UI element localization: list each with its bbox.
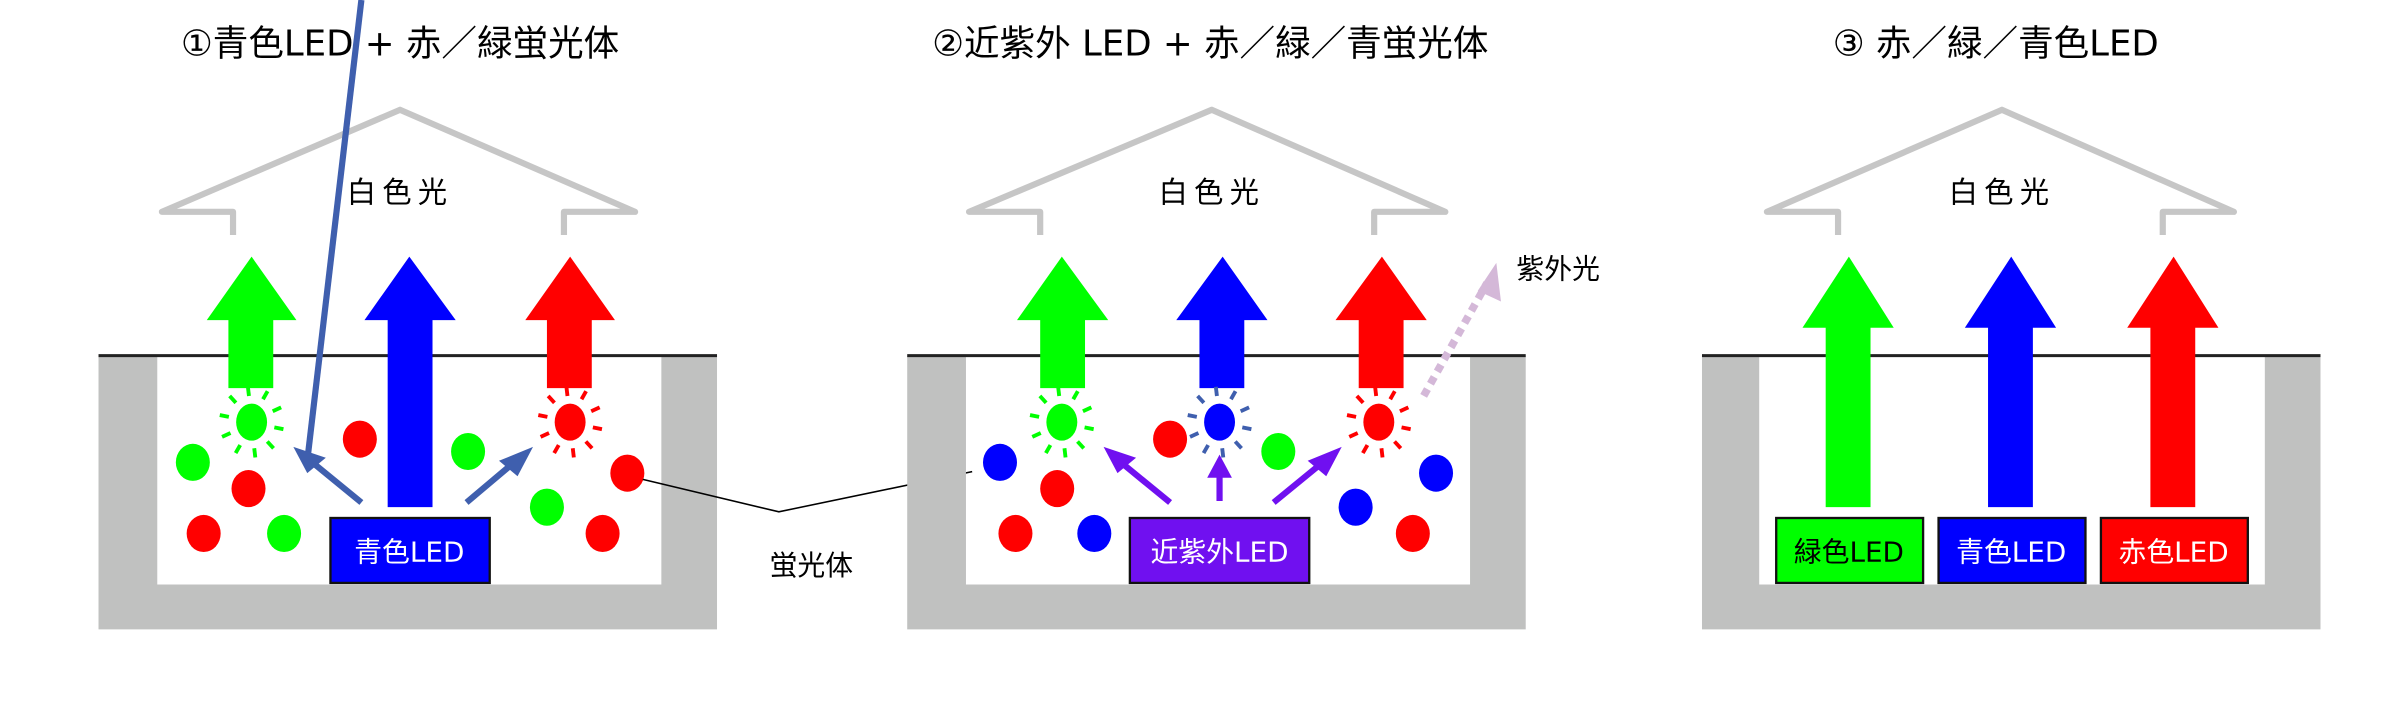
- blue-light-arrow: [1176, 256, 1268, 389]
- panel-3-title: ③ 赤／緑／青色LED: [1833, 24, 2159, 65]
- sparkle-ray: [1187, 413, 1198, 419]
- red-light-arrow: [525, 256, 615, 389]
- sparkle-ray: [579, 390, 588, 401]
- phosphor-particles: [982, 420, 1454, 553]
- excited-green-phosphor: [1029, 386, 1095, 458]
- sparkle-ray: [1082, 405, 1093, 413]
- red-led-chip: [2099, 516, 2249, 585]
- white-light-label: 白色光: [347, 176, 454, 210]
- blue-light-arrow: [364, 256, 456, 508]
- excited-blue-phosphor: [1187, 386, 1252, 458]
- sparkle-ray: [1213, 386, 1219, 397]
- sparkle-ray: [1071, 390, 1080, 401]
- blue-led-chip: [1937, 516, 2087, 585]
- sparkle-ray: [546, 394, 556, 405]
- sparkle-ray: [219, 413, 230, 419]
- sparkle-ray: [233, 444, 242, 455]
- sparkle-ray: [1076, 440, 1086, 450]
- sparkle-ray: [271, 405, 282, 413]
- phosphor-particles: [175, 420, 645, 553]
- blue-led-label: 青色LED: [1956, 535, 2066, 568]
- excited-red-phosphor: [1346, 386, 1412, 458]
- sparkle-ray: [1239, 405, 1250, 413]
- uv-leak-arrow: [1420, 262, 1501, 398]
- sparkle-ray: [1029, 413, 1040, 419]
- sparkle-ray: [1201, 444, 1210, 455]
- sparkle-ray: [228, 394, 238, 405]
- green-light-arrow: [1016, 256, 1109, 389]
- excited-green-phosphor: [219, 386, 284, 458]
- sparkle-ray: [537, 413, 548, 419]
- phosphor-label: 蛍光体: [770, 549, 854, 582]
- red-light-arrow: [2127, 256, 2219, 508]
- sparkle-ray: [221, 431, 232, 439]
- sparkle-ray: [1361, 444, 1370, 455]
- sparkle-ray: [1399, 405, 1410, 413]
- sparkle-ray: [1038, 394, 1048, 405]
- near-uv-led-label: 近紫外LED: [1151, 535, 1289, 568]
- white-light-label: 白色光: [1159, 176, 1266, 210]
- sparkle-ray: [273, 425, 284, 432]
- panel-1-title: ①青色LED + 赤／緑蛍光体: [181, 24, 619, 65]
- sparkle-ray: [1348, 431, 1359, 439]
- sparkle-ray: [261, 390, 270, 401]
- white-light-outline: [158, 106, 639, 236]
- sparkle-ray: [1189, 431, 1200, 439]
- panel-1-blue-led-phosphor: ①青色LED + 赤／緑蛍光体 白色光: [98, 0, 718, 630]
- led-housing: [1701, 355, 2321, 630]
- sparkle-ray: [1388, 390, 1397, 401]
- sparkle-ray: [1401, 425, 1412, 432]
- led-housing: [907, 355, 1526, 630]
- sparkle-ray: [584, 440, 594, 450]
- sparkle-ray: [1233, 440, 1243, 450]
- sparkle-ray: [1379, 448, 1385, 458]
- panel-2-title: ②近紫外 LED + 赤／緑／青蛍光体: [932, 24, 1488, 65]
- excited-red-phosphor: [537, 386, 603, 458]
- white-light-outline: [1763, 106, 2237, 236]
- green-light-arrow: [1802, 256, 1894, 508]
- green-light-arrow: [206, 256, 297, 389]
- uv-light-label: 紫外光: [1516, 252, 1600, 285]
- white-light-label: 白色光: [1949, 176, 2056, 210]
- blue-led-chip: [329, 516, 491, 585]
- sparkle-ray: [245, 386, 251, 397]
- excitation-arrows: [293, 0, 534, 505]
- sparkle-ray: [1196, 394, 1206, 405]
- green-led-label: 緑色LED: [1794, 535, 1904, 568]
- near-uv-led-chip: [1128, 516, 1311, 585]
- sparkle-ray: [1393, 440, 1403, 450]
- sparkle-ray: [1031, 431, 1042, 439]
- led-housing: [98, 355, 718, 630]
- sparkle-ray: [1373, 386, 1379, 397]
- white-light-outline: [965, 106, 1449, 236]
- sparkle-ray: [1355, 394, 1365, 405]
- sparkle-ray: [1044, 444, 1053, 455]
- sparkle-ray: [1220, 448, 1226, 458]
- sparkle-ray: [252, 448, 258, 458]
- sparkle-ray: [1229, 390, 1238, 401]
- sparkle-ray: [265, 440, 275, 450]
- blue-light-arrow: [1964, 256, 2057, 508]
- red-led-label: 赤色LED: [2119, 535, 2229, 568]
- red-light-arrow: [1335, 256, 1427, 389]
- sparkle-ray: [1241, 425, 1252, 432]
- green-led-chip: [1775, 516, 1925, 585]
- sparkle-ray: [564, 386, 570, 397]
- panel-3-rgb-leds: ③ 赤／緑／青色LED 白色光 緑色LED 青色LED 赤色LED: [1701, 24, 2321, 630]
- blue-led-label: 青色LED: [354, 535, 464, 568]
- panel-2-near-uv-led-phosphor: ②近紫外 LED + 赤／緑／青蛍光体 白色光 紫外光: [907, 24, 1600, 630]
- sparkle-ray: [1084, 425, 1095, 432]
- sparkle-ray: [1346, 413, 1357, 419]
- sparkle-ray: [1056, 386, 1062, 397]
- sparkle-ray: [590, 405, 601, 413]
- sparkle-ray: [539, 431, 550, 439]
- sparkle-ray: [1062, 448, 1068, 458]
- excitation-arrows: [1103, 446, 1342, 505]
- sparkle-ray: [552, 444, 561, 455]
- sparkle-ray: [570, 448, 576, 458]
- sparkle-ray: [592, 425, 603, 432]
